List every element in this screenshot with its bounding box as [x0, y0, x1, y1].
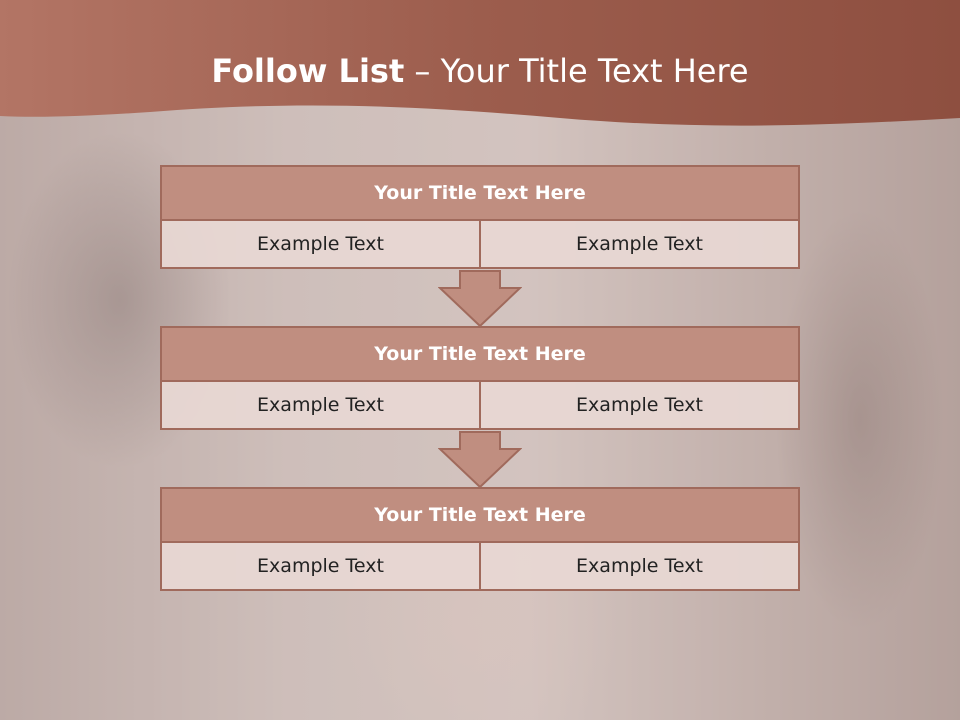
slide-title-rest: – Your Title Text Here: [404, 52, 749, 90]
block-title: Your Title Text Here: [160, 326, 800, 382]
block-row: Example Text Example Text: [160, 382, 800, 430]
block-cell-right: Example Text: [479, 382, 798, 428]
block-cell-left: Example Text: [162, 382, 479, 428]
block-row: Example Text Example Text: [160, 543, 800, 591]
slide-title-bold: Follow List: [211, 52, 405, 90]
block-row: Example Text Example Text: [160, 221, 800, 269]
slide-title: Follow List – Your Title Text Here: [0, 52, 960, 90]
block-cell-right: Example Text: [479, 221, 798, 267]
list-block-1: Your Title Text Here Example Text Exampl…: [160, 165, 800, 269]
down-arrow-icon: [438, 270, 522, 328]
block-cell-left: Example Text: [162, 221, 479, 267]
block-title: Your Title Text Here: [160, 487, 800, 543]
down-arrow-icon: [438, 431, 522, 489]
list-block-3: Your Title Text Here Example Text Exampl…: [160, 487, 800, 591]
header-band: [0, 0, 960, 126]
block-cell-right: Example Text: [479, 543, 798, 589]
list-block-2: Your Title Text Here Example Text Exampl…: [160, 326, 800, 430]
block-cell-left: Example Text: [162, 543, 479, 589]
block-title: Your Title Text Here: [160, 165, 800, 221]
